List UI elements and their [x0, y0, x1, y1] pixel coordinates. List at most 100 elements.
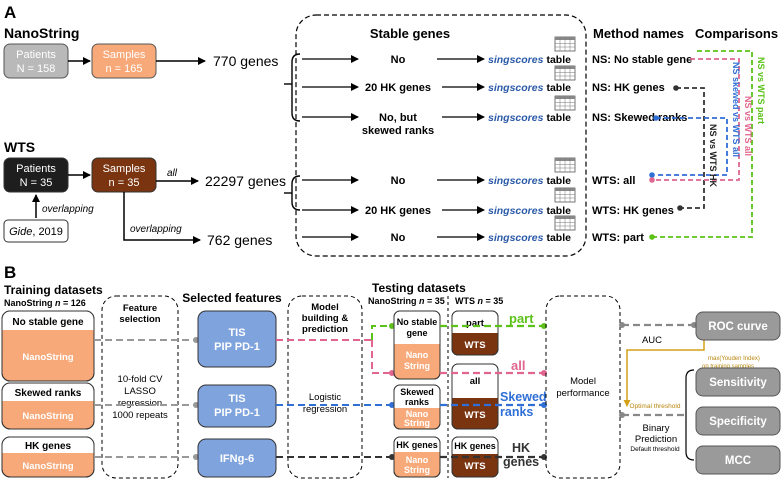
svg-text:part: part — [509, 311, 534, 326]
wts-arrow-overlap — [123, 192, 201, 244]
performance-box — [545, 295, 621, 479]
svg-text:1000 repeats: 1000 repeats — [112, 410, 168, 421]
training-box-skewed: Skewed ranks NanoString — [1, 382, 95, 430]
stable-row-1: No — [302, 54, 485, 66]
test-ns-hk: HK genes Nano String — [393, 436, 441, 478]
stable-genes-box — [295, 14, 587, 257]
svg-text:Skewed ranks: Skewed ranks — [15, 388, 82, 399]
svg-text:Logistic: Logistic — [309, 392, 341, 403]
svg-text:ranks: ranks — [500, 405, 533, 419]
svg-text:Skewed: Skewed — [400, 387, 434, 397]
svg-text:LASSO: LASSO — [124, 386, 156, 397]
auc-label: AUC — [642, 335, 662, 346]
svg-text:WTS: WTS — [464, 410, 485, 421]
ns-genes: 770 genes — [213, 53, 278, 69]
svg-text:regression: regression — [303, 404, 347, 415]
svg-text:HK genes: HK genes — [454, 441, 496, 451]
wts-patients-line1: Patients — [16, 163, 56, 175]
method-wts-part: WTS: part — [592, 232, 644, 244]
svg-text:PIP PD-1: PIP PD-1 — [214, 407, 260, 419]
gide-overlap-label: overlapping — [42, 204, 94, 215]
comparisons-title: Comparisons — [695, 26, 778, 41]
svg-text:HK genes: HK genes — [25, 441, 72, 452]
svg-text:20 HK genes: 20 HK genes — [365, 205, 431, 217]
svg-text:gene: gene — [406, 328, 427, 338]
stable-row-2: 20 HK genes — [302, 82, 485, 94]
svg-text:Model: Model — [311, 302, 338, 313]
method-wts-hk: WTS: HK genes — [592, 205, 674, 217]
youden-arrow — [623, 340, 705, 407]
svg-text:NanoString: NanoString — [22, 352, 73, 363]
svg-text:No, but: No, but — [379, 112, 417, 124]
svg-text:selection: selection — [119, 314, 160, 325]
svg-text:WTS: WTS — [464, 340, 485, 351]
svg-text:Model: Model — [570, 376, 596, 387]
svg-text:Nano: Nano — [406, 409, 429, 419]
svg-text:MCC: MCC — [725, 455, 751, 467]
svg-text:Skewed: Skewed — [500, 390, 547, 404]
test-wts-part: part WTS — [451, 310, 499, 356]
cmp-label-skewed: NS skewed vs WTS all — [731, 62, 741, 157]
stable-row-5: 20 HK genes — [302, 205, 485, 217]
gide-citation: Gide, 2019 — [9, 226, 63, 238]
svg-text:No stable: No stable — [397, 317, 438, 327]
svg-text:building &: building & — [302, 313, 349, 324]
cmp-label-all: NS vs WTS all — [743, 96, 753, 156]
feature-box-2: TIS PIP PD-1 — [197, 384, 277, 428]
svg-text:max(Youden Index): max(Youden Index) — [708, 356, 760, 362]
wts-overlap-label: overlapping — [130, 224, 182, 235]
svg-text:NanoString: NanoString — [22, 411, 73, 422]
svg-text:prediction: prediction — [302, 324, 348, 335]
svg-text:Nano: Nano — [406, 455, 429, 465]
feature-selection-desc: 10-fold CV LASSO regression 1000 repeats — [112, 374, 168, 421]
svg-text:all: all — [511, 358, 525, 373]
svg-text:Nano: Nano — [406, 350, 429, 360]
ns-patients-line2: N = 158 — [17, 63, 56, 75]
test-ns-skewed: Skewed ranks Nano String — [393, 384, 441, 430]
output-roc: ROC curve — [695, 311, 781, 341]
feature-box-3: IFNg-6 — [197, 438, 277, 478]
nanostring-title: NanoString — [4, 25, 79, 41]
testing-wts-subtitle: WTS n = 35 — [455, 296, 503, 306]
testing-title: Testing datasets — [372, 281, 466, 295]
svg-text:TIS: TIS — [228, 327, 245, 339]
method-ns-no-stable: NS: No stable gene — [592, 54, 692, 66]
gide-box — [3, 219, 69, 243]
training-box-no-stable: No stable gene NanoString — [1, 310, 95, 382]
panel-b-label: B — [4, 263, 16, 282]
svg-text:Feature: Feature — [123, 303, 157, 314]
svg-text:IFNg-6: IFNg-6 — [220, 453, 254, 465]
output-specificity: Specificity — [695, 406, 781, 436]
ns-samples-line2: n = 165 — [105, 63, 142, 75]
svg-text:ranks: ranks — [405, 397, 429, 407]
wts-genes-overlap: 762 genes — [207, 232, 272, 248]
svg-text:String: String — [404, 465, 430, 475]
stable-row-6: No — [302, 232, 485, 244]
optimal-label: Optimal threshold — [630, 403, 681, 410]
output-mcc: MCC — [695, 445, 781, 475]
method-names-list: NS: No stable gene NS: HK genes NS: Skew… — [592, 54, 692, 244]
svg-text:10-fold CV: 10-fold CV — [118, 374, 164, 385]
svg-text:ROC curve: ROC curve — [708, 321, 767, 333]
training-to-features — [94, 339, 196, 458]
svg-text:String: String — [404, 361, 430, 371]
svg-text:on training samples: on training samples — [702, 364, 754, 370]
svg-text:WTS: WTS — [464, 461, 485, 472]
ns-bracket — [291, 53, 301, 122]
test-to-performance — [440, 324, 544, 459]
testing-ns-subtitle: NanoString n = 35 — [368, 296, 445, 306]
svg-text:Sensitivity: Sensitivity — [709, 377, 767, 389]
svg-text:skewed ranks: skewed ranks — [362, 125, 434, 137]
svg-text:TIS: TIS — [228, 393, 245, 405]
training-subtitle: NanoString n = 126 — [4, 298, 86, 308]
method-wts-all: WTS: all — [592, 175, 635, 187]
svg-text:HK: HK — [512, 441, 530, 455]
